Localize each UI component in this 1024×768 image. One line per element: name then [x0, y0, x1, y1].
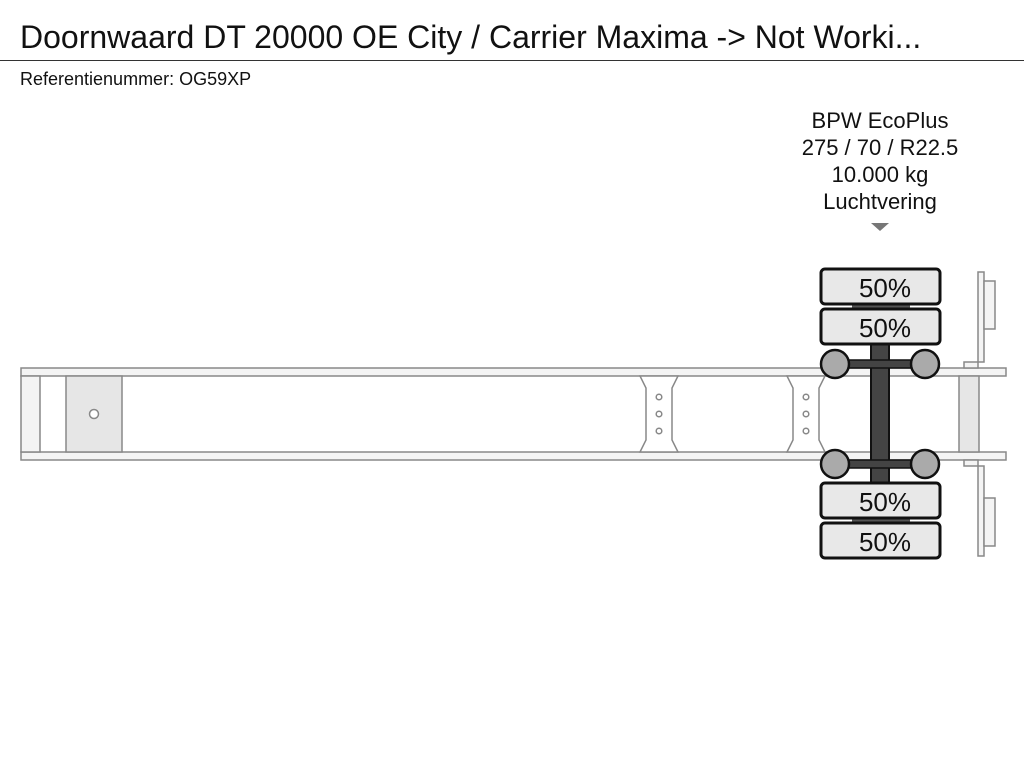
reference-number: Referentienummer: OG59XP — [20, 69, 252, 89]
chassis-rail-bottom — [20, 451, 1007, 461]
axle-brand: BPW EcoPlus — [811, 108, 949, 133]
tyre-spacer-bottom — [852, 516, 910, 526]
tyre-left-inner: 50% — [819, 307, 942, 346]
hub-icon — [909, 448, 941, 480]
axle-1: 50% 50% 50% 50% — [819, 267, 942, 560]
rear-bumper-bracket-bottom — [963, 459, 985, 557]
chassis-rail-top — [20, 367, 1007, 377]
axle-capacity: 10.000 kg — [831, 162, 929, 187]
bolt-icon — [655, 393, 663, 401]
bolt-icon — [655, 410, 663, 418]
axle-suspension: Luchtvering — [823, 189, 937, 214]
bolt-icon — [802, 393, 810, 401]
tyre-tread-label: 50% — [859, 313, 911, 343]
hub-icon — [819, 448, 851, 480]
tyre-left-outer: 50% — [819, 267, 942, 306]
kingpin-icon — [88, 408, 100, 420]
tyre-tread-label: 50% — [859, 527, 911, 557]
axle-info: BPW EcoPlus 275 / 70 / R22.5 10.000 kg L… — [760, 107, 1000, 215]
axle-tyre-size: 275 / 70 / R22.5 — [801, 135, 959, 160]
rear-light-top — [983, 280, 996, 330]
chassis-frame — [20, 271, 1007, 557]
tyre-right-outer: 50% — [819, 521, 942, 560]
tyre-right-inner: 50% — [819, 481, 942, 520]
bolt-icon — [802, 427, 810, 435]
rear-beam — [958, 375, 980, 453]
hub-icon — [819, 348, 851, 380]
tyre-tread-label: 50% — [859, 487, 911, 517]
front-beam — [20, 375, 41, 453]
page-title: Doornwaard DT 20000 OE City / Carrier Ma… — [20, 19, 922, 55]
rear-bumper-bracket-top — [963, 271, 985, 369]
tyre-tread-label: 50% — [859, 273, 911, 303]
title-divider — [0, 60, 1024, 61]
hub-icon — [909, 348, 941, 380]
bolt-icon — [802, 410, 810, 418]
axle-pointer-icon — [871, 223, 889, 231]
rear-light-bottom — [983, 497, 996, 547]
bolt-icon — [655, 427, 663, 435]
